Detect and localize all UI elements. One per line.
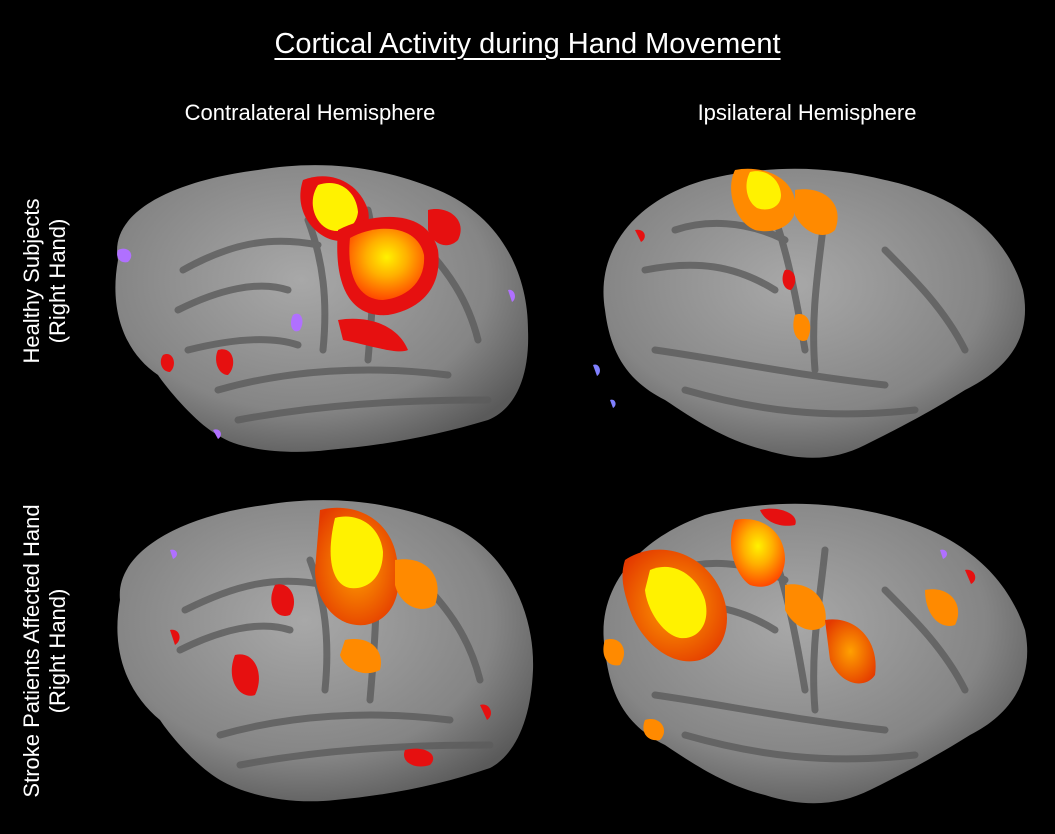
row-label-healthy-line2: (Right Hand)	[45, 218, 70, 344]
row-label-healthy: Healthy Subjects (Right Hand)	[19, 131, 71, 431]
row-label-stroke-line2: (Right Hand)	[45, 588, 70, 714]
activation-clusters	[160, 176, 461, 375]
deactivation-clusters	[170, 549, 177, 559]
deactivation-clusters	[940, 549, 947, 559]
column-label-ipsilateral: Ipsilateral Hemisphere	[697, 100, 917, 125]
activation-clusters	[635, 168, 838, 341]
brain-healthy-contralateral	[88, 150, 538, 470]
brain-healthy-ipsilateral	[585, 150, 1035, 470]
figure-title: Cortical Activity during Hand Movement	[274, 28, 781, 60]
brain-stroke-contralateral	[95, 490, 545, 820]
brain-stroke-ipsilateral	[585, 490, 1035, 820]
column-label-contralateral: Contralateral Hemisphere	[184, 100, 436, 125]
row-label-stroke: Stroke Patients Affected Hand (Right Han…	[19, 501, 71, 801]
deactivation-clusters	[117, 248, 515, 439]
row-label-healthy-line1: Healthy Subjects	[19, 198, 44, 364]
activation-clusters	[603, 508, 976, 741]
activation-clusters	[170, 507, 491, 767]
deactivation-clusters	[593, 364, 616, 408]
row-label-stroke-line1: Stroke Patients Affected Hand	[19, 504, 44, 798]
